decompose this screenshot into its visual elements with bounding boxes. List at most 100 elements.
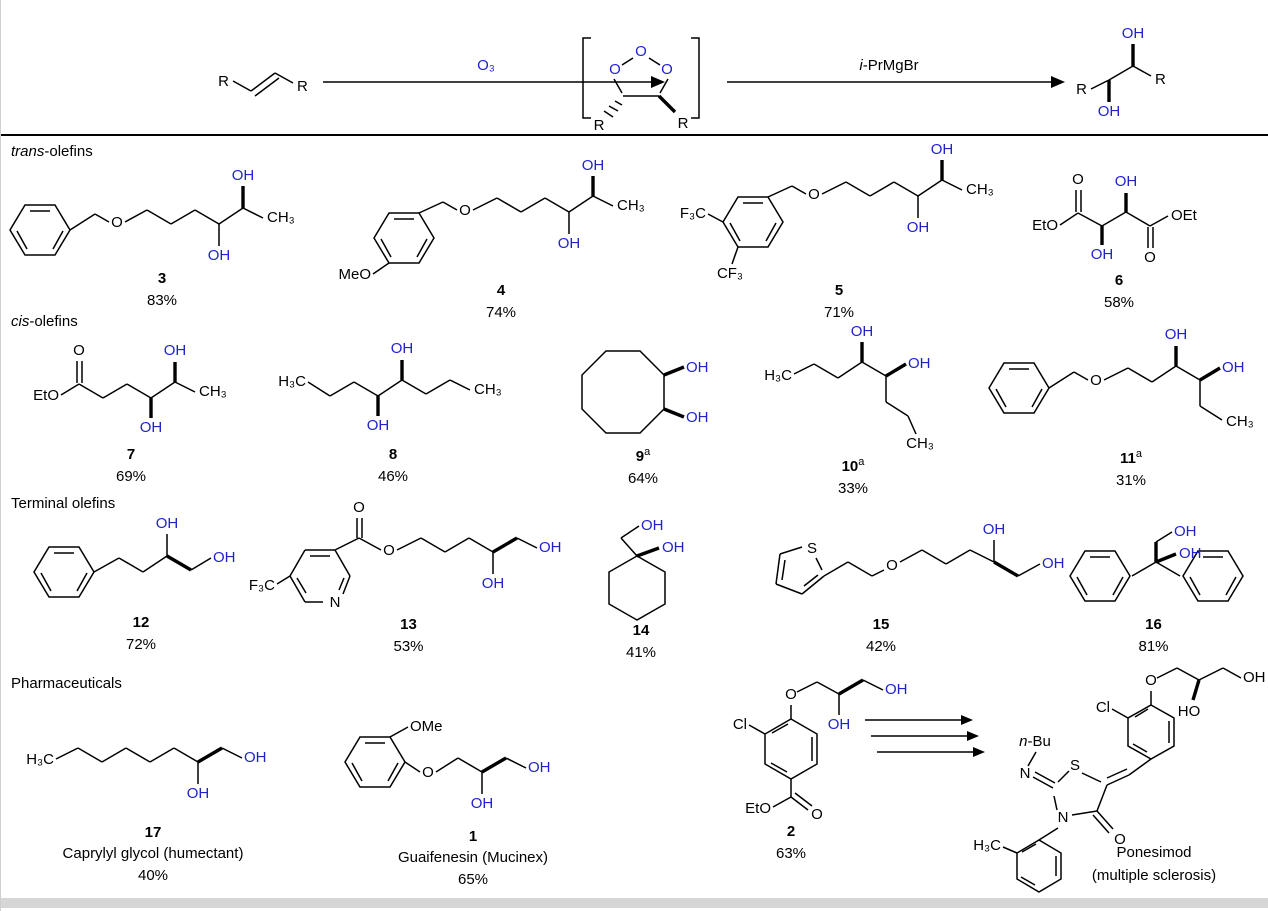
hydroxyl-label: OH xyxy=(1165,326,1188,343)
structure-6: EtO O OH OH O OEt xyxy=(1032,171,1198,266)
compound-number: 5 xyxy=(834,282,844,299)
compound-number: 11a xyxy=(1120,448,1142,467)
hydroxyl-label: OH xyxy=(232,167,255,184)
methyl-label: CH₃ xyxy=(1226,413,1254,430)
compound-4: MeO O OH OH CH₃ 4 74% xyxy=(331,157,671,321)
carbonyl-oxygen-label: O xyxy=(1114,831,1126,848)
compound-14: OH OH 14 41% xyxy=(561,496,721,661)
compound-ponesimod: Cl O HO OH S N O xyxy=(929,648,1268,900)
hydroxyl-label: OH xyxy=(931,141,954,158)
structure-9: OH OH xyxy=(581,350,709,434)
compound-yield: 40% xyxy=(137,867,169,884)
methyl-label: H₃C xyxy=(764,367,792,384)
hydroxyl-label: OH xyxy=(983,521,1006,538)
compound-16: OH OH 16 81% xyxy=(1041,496,1266,655)
ether-oxygen-label: O xyxy=(111,214,123,231)
compound-8: H₃C OH OH CH₃ 8 46% xyxy=(248,330,538,485)
compound-number: 6 xyxy=(1114,272,1124,289)
compound-number: 9a xyxy=(635,446,651,465)
compound-number: 15 xyxy=(872,616,890,633)
hydroxyl-label: OH xyxy=(1091,246,1114,263)
compound-yield: 64% xyxy=(627,470,659,487)
hydroxyl-label: OH xyxy=(208,247,231,264)
methyl-label: CH₃ xyxy=(617,197,645,214)
hydroxyl-label: OH xyxy=(1042,555,1065,572)
r-group-label: R xyxy=(297,78,308,95)
carbonyl-oxygen-label: O xyxy=(73,342,85,359)
compound-12: OH OH 12 72% xyxy=(31,500,251,653)
compound-number: 2 xyxy=(786,823,796,840)
compound-13: N F₃C O O OH OH 13 53% xyxy=(241,498,576,655)
compound-number: 3 xyxy=(157,270,167,287)
compound-number: 13 xyxy=(400,616,417,633)
compound-number: 17 xyxy=(144,824,162,841)
hydroxyl-label: OH xyxy=(662,539,685,556)
r-group-label: R xyxy=(218,73,229,90)
structure-12: OH OH xyxy=(33,515,236,598)
compound-9: OH OH 9a 64% xyxy=(558,330,728,487)
trifluoromethyl-label: F₃C xyxy=(680,205,706,222)
section-label-cis-olefins: cis-olefins xyxy=(11,313,78,330)
sulfur-label: S xyxy=(1070,757,1080,774)
structure-10: H₃C OH OH CH₃ xyxy=(764,323,934,452)
compound-number: 7 xyxy=(126,446,136,463)
hydroxyl-label: OH xyxy=(1174,523,1197,540)
methyl-label: H₃C xyxy=(278,373,306,390)
hydroxyl-label: OH xyxy=(156,515,179,532)
hydroxyl-label: OH xyxy=(140,419,163,436)
carbonyl-oxygen-label: O xyxy=(1072,171,1084,188)
hydroxyl-label: OH xyxy=(885,681,908,698)
chloro-label: Cl xyxy=(733,716,747,733)
hydroxyl-label: OH xyxy=(1098,103,1121,120)
r-group-label: R xyxy=(1076,81,1087,98)
structure-14: OH OH xyxy=(608,517,685,621)
trifluoromethyl-label: F₃C xyxy=(249,577,275,594)
hydroxyl-label: OH xyxy=(391,340,414,357)
top-reaction-scheme: R R O₃ O O O R R i-PrMgBr R OH xyxy=(218,25,1166,134)
compound-number: 14 xyxy=(632,622,650,639)
compound-number: 4 xyxy=(496,282,506,299)
section-divider xyxy=(1,134,1268,136)
hydroxyl-label: OH xyxy=(828,716,851,733)
reagent-ozone: O₃ xyxy=(477,57,495,74)
compound-yield: 72% xyxy=(125,636,157,653)
ether-oxygen-label: O xyxy=(785,686,797,703)
footer-bar xyxy=(1,898,1268,908)
section-label-trans-olefins: trans-olefins xyxy=(11,143,93,160)
compound-yield: 65% xyxy=(457,871,489,888)
compound-description: (multiple sclerosis) xyxy=(1091,867,1217,884)
ozonide-oxygen: O xyxy=(635,43,647,60)
hydroxyl-label: OH xyxy=(686,359,709,376)
compound-yield: 31% xyxy=(1115,472,1147,489)
hydroxyl-label: OH xyxy=(558,235,581,252)
compound-name: Ponesimod xyxy=(1116,844,1192,861)
compound-yield: 53% xyxy=(393,638,424,655)
compound-yield: 69% xyxy=(115,468,147,485)
compound-number: 10a xyxy=(841,456,865,475)
hydroxyl-label: OH xyxy=(582,157,605,174)
structure-8: H₃C OH OH CH₃ xyxy=(278,340,502,434)
compound-yield: 42% xyxy=(865,638,897,655)
ethoxy-label: EtO xyxy=(33,387,59,404)
structure-13: N F₃C O O OH OH xyxy=(249,499,562,611)
compound-yield: 41% xyxy=(625,644,657,661)
methyl-label: CH₃ xyxy=(966,181,994,198)
carbonyl-oxygen-label: O xyxy=(1144,249,1156,266)
compound-yield: 33% xyxy=(837,480,869,497)
hydroxyl-label: OH xyxy=(686,409,709,426)
hydroxyl-label: OH xyxy=(908,355,931,372)
methyl-label: H₃C xyxy=(973,837,1001,854)
r-group-label: R xyxy=(594,117,605,134)
hydroxyl-label: OH xyxy=(244,749,267,766)
compound-yield: 81% xyxy=(1138,638,1169,655)
compound-1: OMe O OH OH 1 Guaifenesin (Mucinex) 65% xyxy=(338,690,608,888)
hydroxyl-label: OH xyxy=(907,219,930,236)
r-group-label: R xyxy=(678,115,689,132)
ozonide-oxygen: O xyxy=(661,61,673,78)
hydroxyl-label: OH xyxy=(528,759,551,776)
methoxy-label: MeO xyxy=(338,266,371,283)
structure-16: OH OH xyxy=(1069,523,1244,602)
hydroxyl-label: OH xyxy=(851,323,874,340)
compound-3: O OH OH CH₃ 3 83% xyxy=(7,158,317,309)
